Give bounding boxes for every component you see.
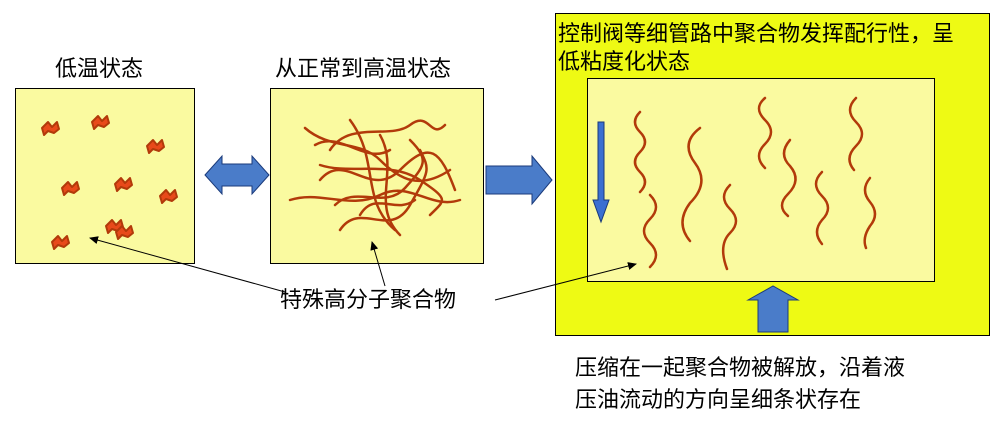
release-text-line2: 压油流动的方向呈细条状存在: [575, 388, 862, 413]
right-arrow-icon: [485, 154, 553, 206]
release-text-line1: 压缩在一起聚合物被解放，沿着液: [575, 356, 906, 381]
polymer-clump: [159, 189, 178, 204]
double-arrow-icon: [204, 154, 270, 196]
polymer-clump: [146, 139, 165, 154]
polymer-clump: [51, 235, 70, 250]
polymer-pointer-lines: [89, 236, 637, 301]
polymer-clump: [115, 225, 134, 240]
normal-to-high-label: 从正常到高温状态: [275, 57, 452, 82]
compressed-polymer-clumps: [41, 115, 178, 250]
stretched-polymer-strands: [633, 96, 877, 271]
control-valve-text-line1: 控制阀等细管路中聚合物发挥配行性，呈: [558, 22, 955, 47]
down-arrow-icon: [592, 121, 610, 224]
low-temp-label: 低温状态: [55, 57, 144, 82]
polymer-clump: [114, 177, 133, 192]
polymer-label: 特殊高分子聚合物: [280, 288, 457, 313]
tangled-polymer: [288, 118, 462, 237]
polymer-clump: [91, 115, 110, 130]
up-arrow-icon: [746, 285, 800, 333]
polymer-clump: [41, 121, 60, 136]
control-valve-text-line2: 低粘度化状态: [558, 50, 691, 75]
polymer-clump: [61, 181, 80, 196]
